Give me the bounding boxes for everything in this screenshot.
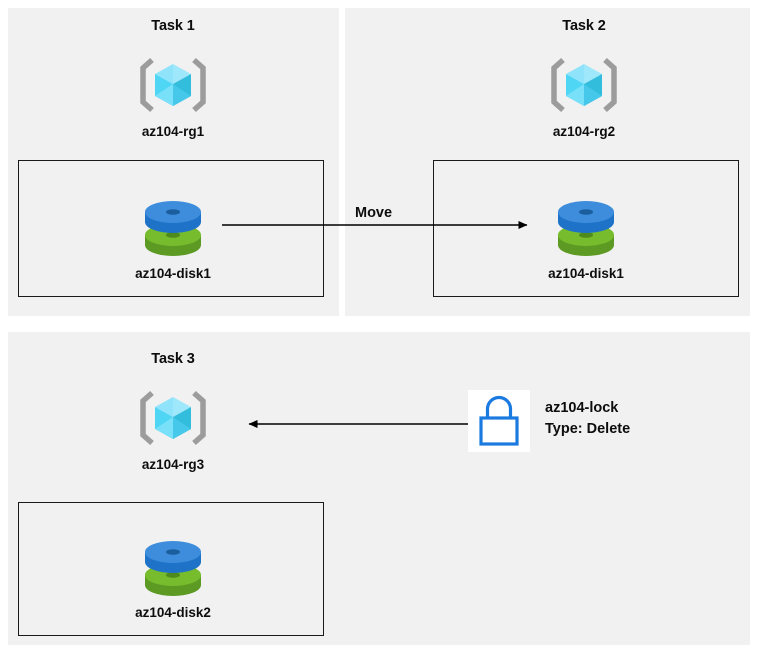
resource-box-task-3 <box>18 502 324 636</box>
disk-label-task-2: az104-disk1 <box>548 266 624 281</box>
managed-disk-icon <box>141 198 205 258</box>
task-3-title: Task 3 <box>151 351 195 367</box>
resource-group-label: az104-rg1 <box>141 124 205 139</box>
lock-name: az104-lock <box>545 400 619 416</box>
resource-box-task-2 <box>433 160 739 297</box>
move-arrow <box>222 221 528 229</box>
lock-text-block: az104-lock Type: Delete <box>545 398 725 440</box>
lock-type: Type: Delete <box>545 421 631 437</box>
resource-group-label: az104-rg3 <box>141 457 205 472</box>
lock-icon-container <box>468 390 530 452</box>
resource-group-label: az104-rg2 <box>552 124 616 139</box>
move-arrow-label: Move <box>355 205 393 221</box>
disk-label-task-1: az104-disk1 <box>135 266 211 281</box>
managed-disk-icon <box>554 198 618 258</box>
resource-group-icon <box>551 57 617 113</box>
task-1-title: Task 1 <box>151 18 195 34</box>
lock-arrow <box>248 420 472 428</box>
resource-box-task-1 <box>18 160 324 297</box>
managed-disk-icon <box>141 538 205 598</box>
panel-task-1 <box>8 8 339 316</box>
panel-task-3 <box>8 332 750 645</box>
disk-label-task-3: az104-disk2 <box>135 605 211 620</box>
padlock-icon <box>479 395 519 446</box>
task-2-title: Task 2 <box>562 18 606 34</box>
resource-group-icon <box>140 57 206 113</box>
resource-group-icon <box>140 390 206 446</box>
panel-task-2 <box>345 8 750 316</box>
